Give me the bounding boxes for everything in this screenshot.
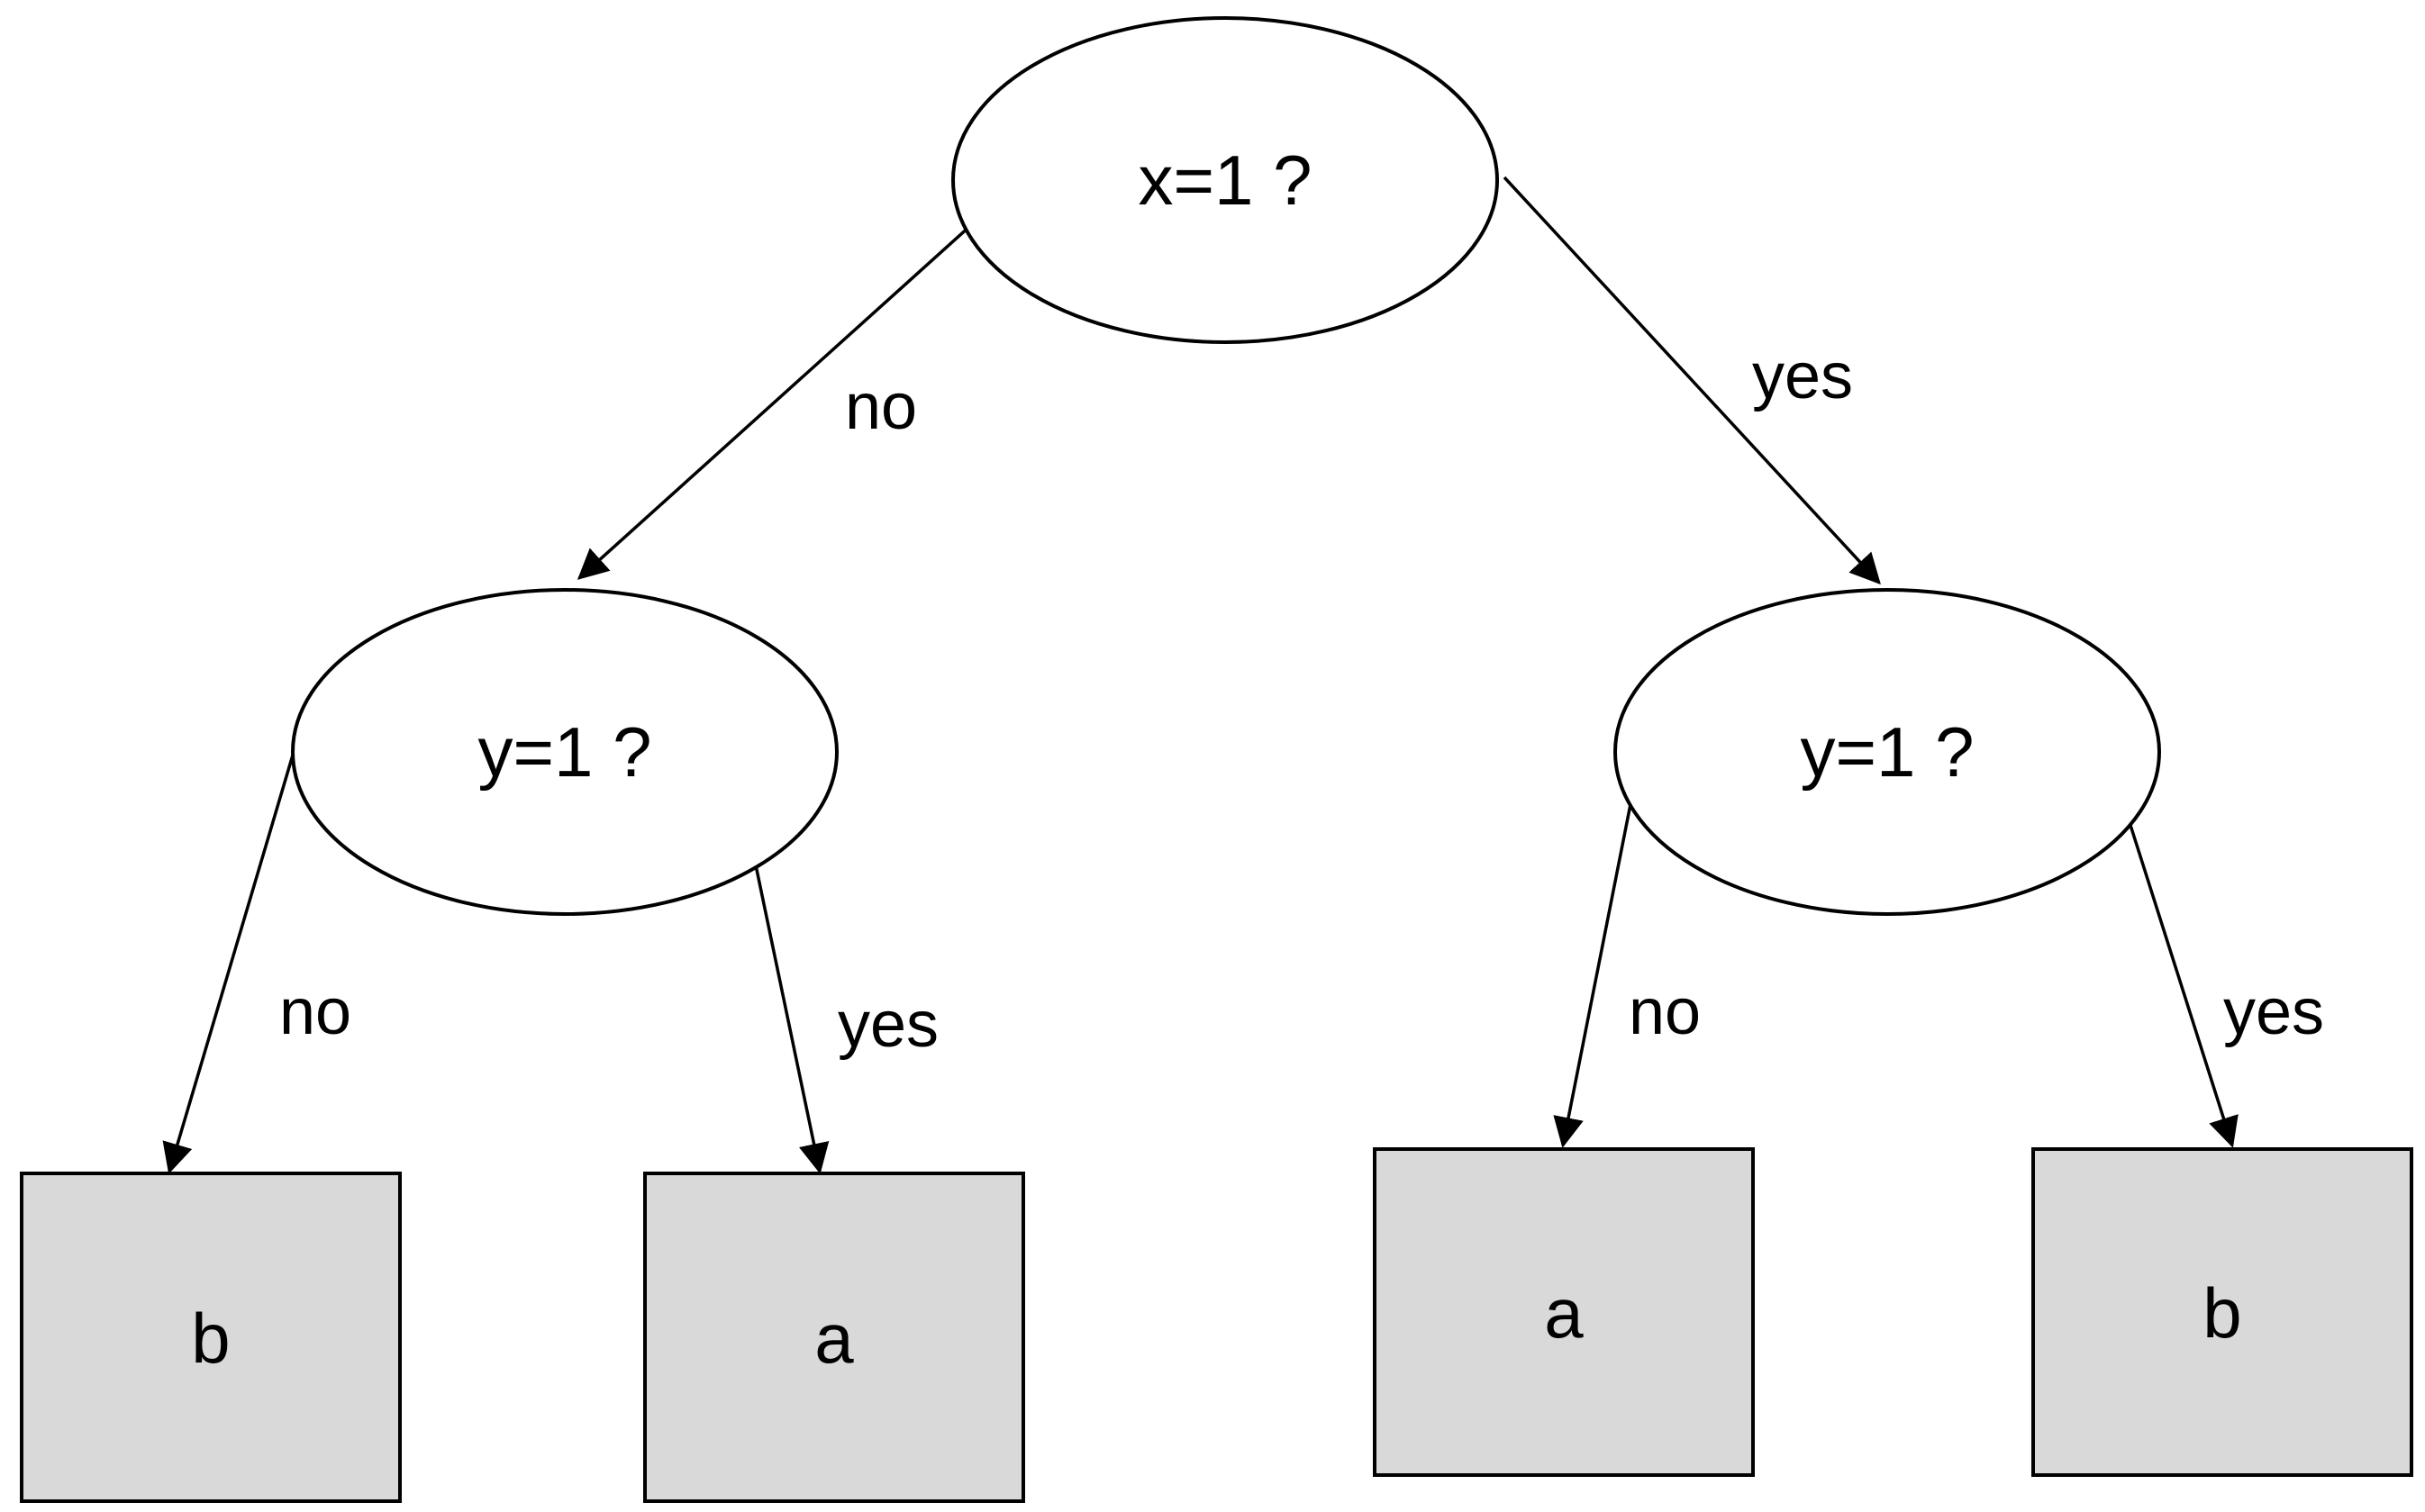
edge-root-to-left [577, 223, 973, 580]
leaf-node-3-shape [1373, 1147, 1755, 1477]
right-decision-node: y=1 ? [1613, 588, 2161, 916]
leaf-node-3: a [1373, 1147, 1755, 1477]
leaf-node-4-label: b [2202, 1273, 2241, 1353]
leaf-node-2: a [643, 1172, 1025, 1503]
edge-right-to-leaf-3 [1553, 794, 1634, 1148]
left-decision-node-shape [291, 588, 839, 916]
edge-labels: no yes no yes no yes [279, 340, 2324, 1061]
edge-label-right-yes: yes [2223, 976, 2324, 1048]
left-decision-node-label: y=1 ? [478, 712, 652, 792]
left-decision-node: y=1 ? [291, 588, 839, 916]
edge-label-root-no: no [845, 371, 917, 443]
leaf-node-4: b [2031, 1147, 2413, 1477]
right-decision-node-label: y=1 ? [1801, 712, 1975, 792]
leaf-node-4-shape [2031, 1147, 2413, 1477]
edge-root-to-right [1503, 176, 1881, 585]
edge-label-root-yes: yes [1752, 340, 1853, 412]
edge-label-right-no: no [1629, 976, 1701, 1048]
leaf-node-1-label: b [191, 1299, 230, 1378]
edge-label-left-yes: yes [838, 989, 939, 1061]
edge-left-to-leaf-2 [753, 860, 830, 1174]
root-node-shape [951, 16, 1499, 344]
right-decision-node-shape [1613, 588, 2161, 916]
leaf-node-2-label: a [814, 1299, 854, 1378]
root-node: x=1 ? [951, 16, 1499, 344]
edge-right-to-leaf-4 [2127, 819, 2239, 1148]
leaf-node-3-label: a [1544, 1273, 1584, 1353]
leaf-node-2-shape [643, 1172, 1025, 1503]
edge-left-to-leaf-1 [162, 751, 295, 1174]
edges [162, 176, 2239, 1174]
leaf-node-1-shape [20, 1172, 402, 1503]
root-node-label: x=1 ? [1139, 140, 1312, 220]
edge-label-left-no: no [279, 976, 351, 1048]
leaf-node-1: b [20, 1172, 402, 1503]
